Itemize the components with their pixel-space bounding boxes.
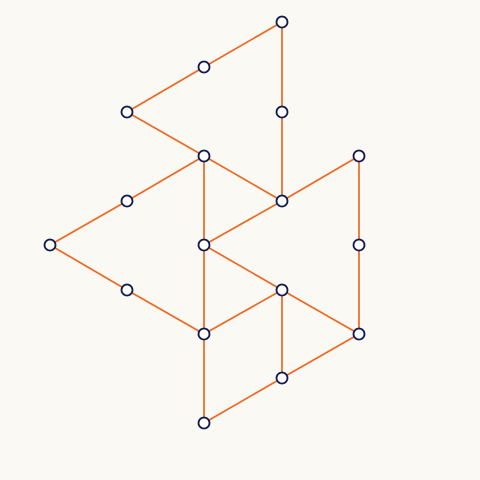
edge-n14-n17 [203, 377, 283, 424]
edge-n1-n2 [203, 21, 283, 68]
node-n1 [275, 15, 289, 29]
node-n15 [352, 238, 366, 252]
node-layer [43, 15, 366, 430]
node-n7 [275, 194, 289, 208]
edge-n16-n13 [281, 289, 360, 335]
node-n13 [275, 283, 289, 297]
node-n11 [120, 283, 134, 297]
node-n9 [197, 238, 211, 252]
edge-n14-n16 [281, 333, 360, 379]
edge-n5-n7 [203, 155, 283, 202]
edge-n9-n7 [203, 200, 283, 246]
node-n5 [197, 149, 211, 163]
edge-n7-n10 [281, 155, 360, 202]
node-n14 [275, 371, 289, 385]
node-n8 [43, 238, 57, 252]
edge-n11-n12 [126, 289, 205, 335]
edge-n2-n3 [126, 66, 205, 113]
edge-n13-n12 [203, 289, 283, 335]
edge-n6-n8 [49, 200, 128, 246]
node-n16 [352, 327, 366, 341]
edge-n13-n9 [203, 244, 283, 291]
node-n4 [275, 105, 289, 119]
node-n3 [120, 105, 134, 119]
node-n12 [197, 327, 211, 341]
edge-n5-n6 [126, 155, 205, 202]
edge-n3-n5 [126, 111, 205, 157]
node-n10 [352, 149, 366, 163]
edge-n8-n11 [49, 244, 128, 291]
node-n6 [120, 194, 134, 208]
edge-layer [49, 21, 360, 424]
node-n17 [197, 416, 211, 430]
node-n2 [197, 60, 211, 74]
